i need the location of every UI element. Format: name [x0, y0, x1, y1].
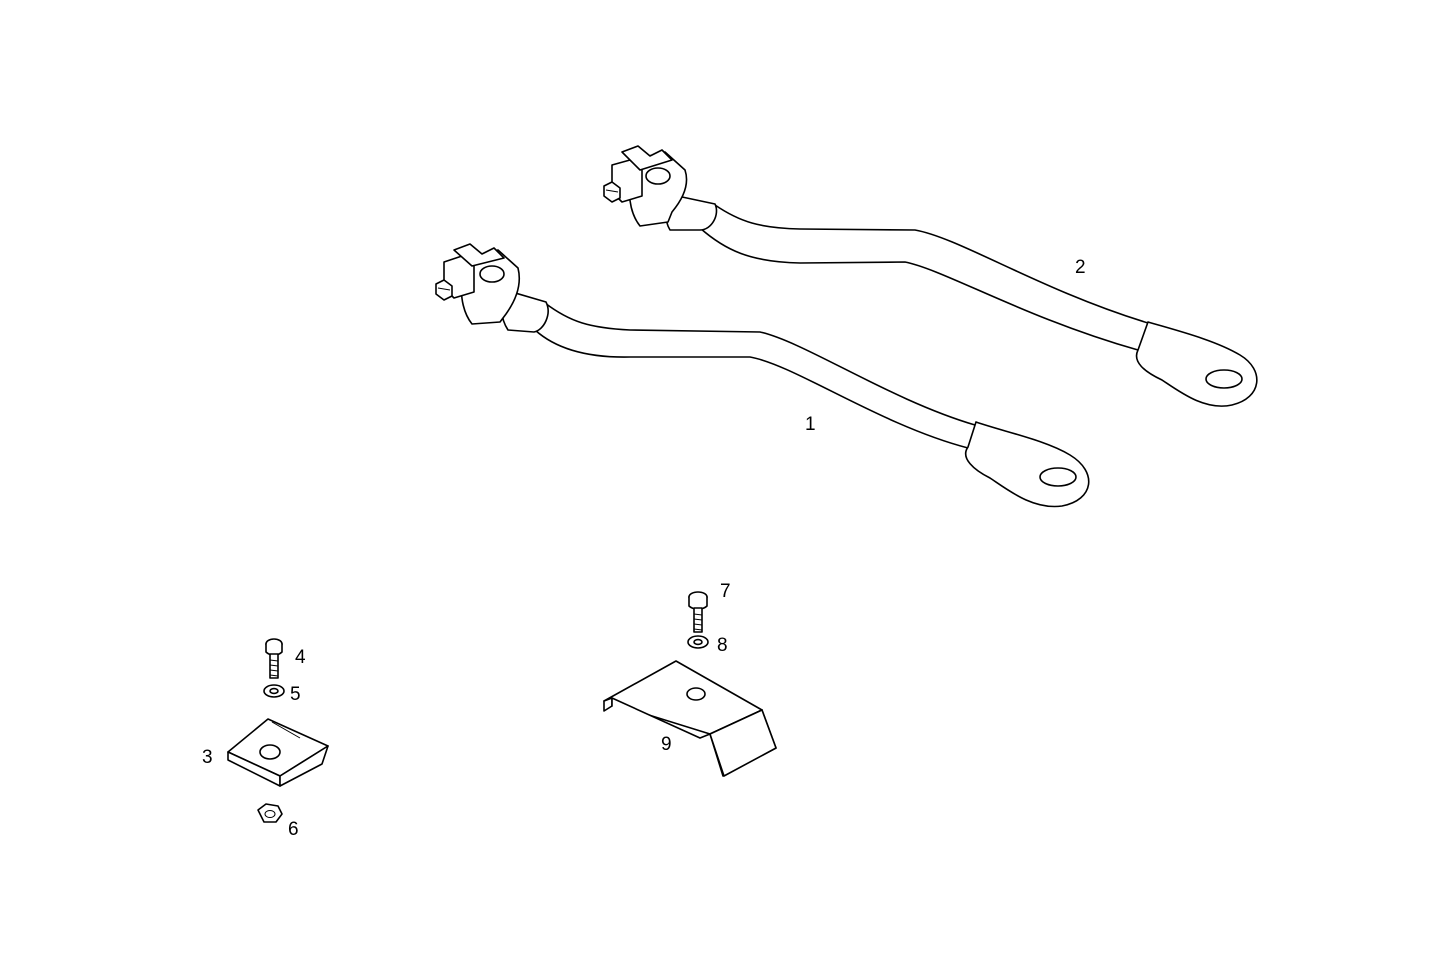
washer-part-8: [687, 635, 709, 649]
callout-8: 8: [717, 635, 728, 656]
bracket-part-9: [603, 660, 777, 777]
callout-4: 4: [295, 647, 306, 668]
plate-part-3: [227, 718, 329, 787]
battery-cable-part-2: [603, 145, 1258, 407]
callout-2: 2: [1075, 257, 1086, 278]
bolt-part-7: [688, 591, 708, 633]
nut-part-6: [257, 803, 283, 823]
battery-cable-part-1: [435, 243, 1090, 508]
callout-9: 9: [661, 734, 672, 755]
callout-3: 3: [202, 747, 213, 768]
bolt-part-4: [265, 638, 283, 679]
callout-1: 1: [805, 414, 816, 435]
callout-7: 7: [720, 581, 731, 602]
callout-6: 6: [288, 819, 299, 840]
callout-5: 5: [290, 684, 301, 705]
washer-part-5: [263, 684, 285, 698]
